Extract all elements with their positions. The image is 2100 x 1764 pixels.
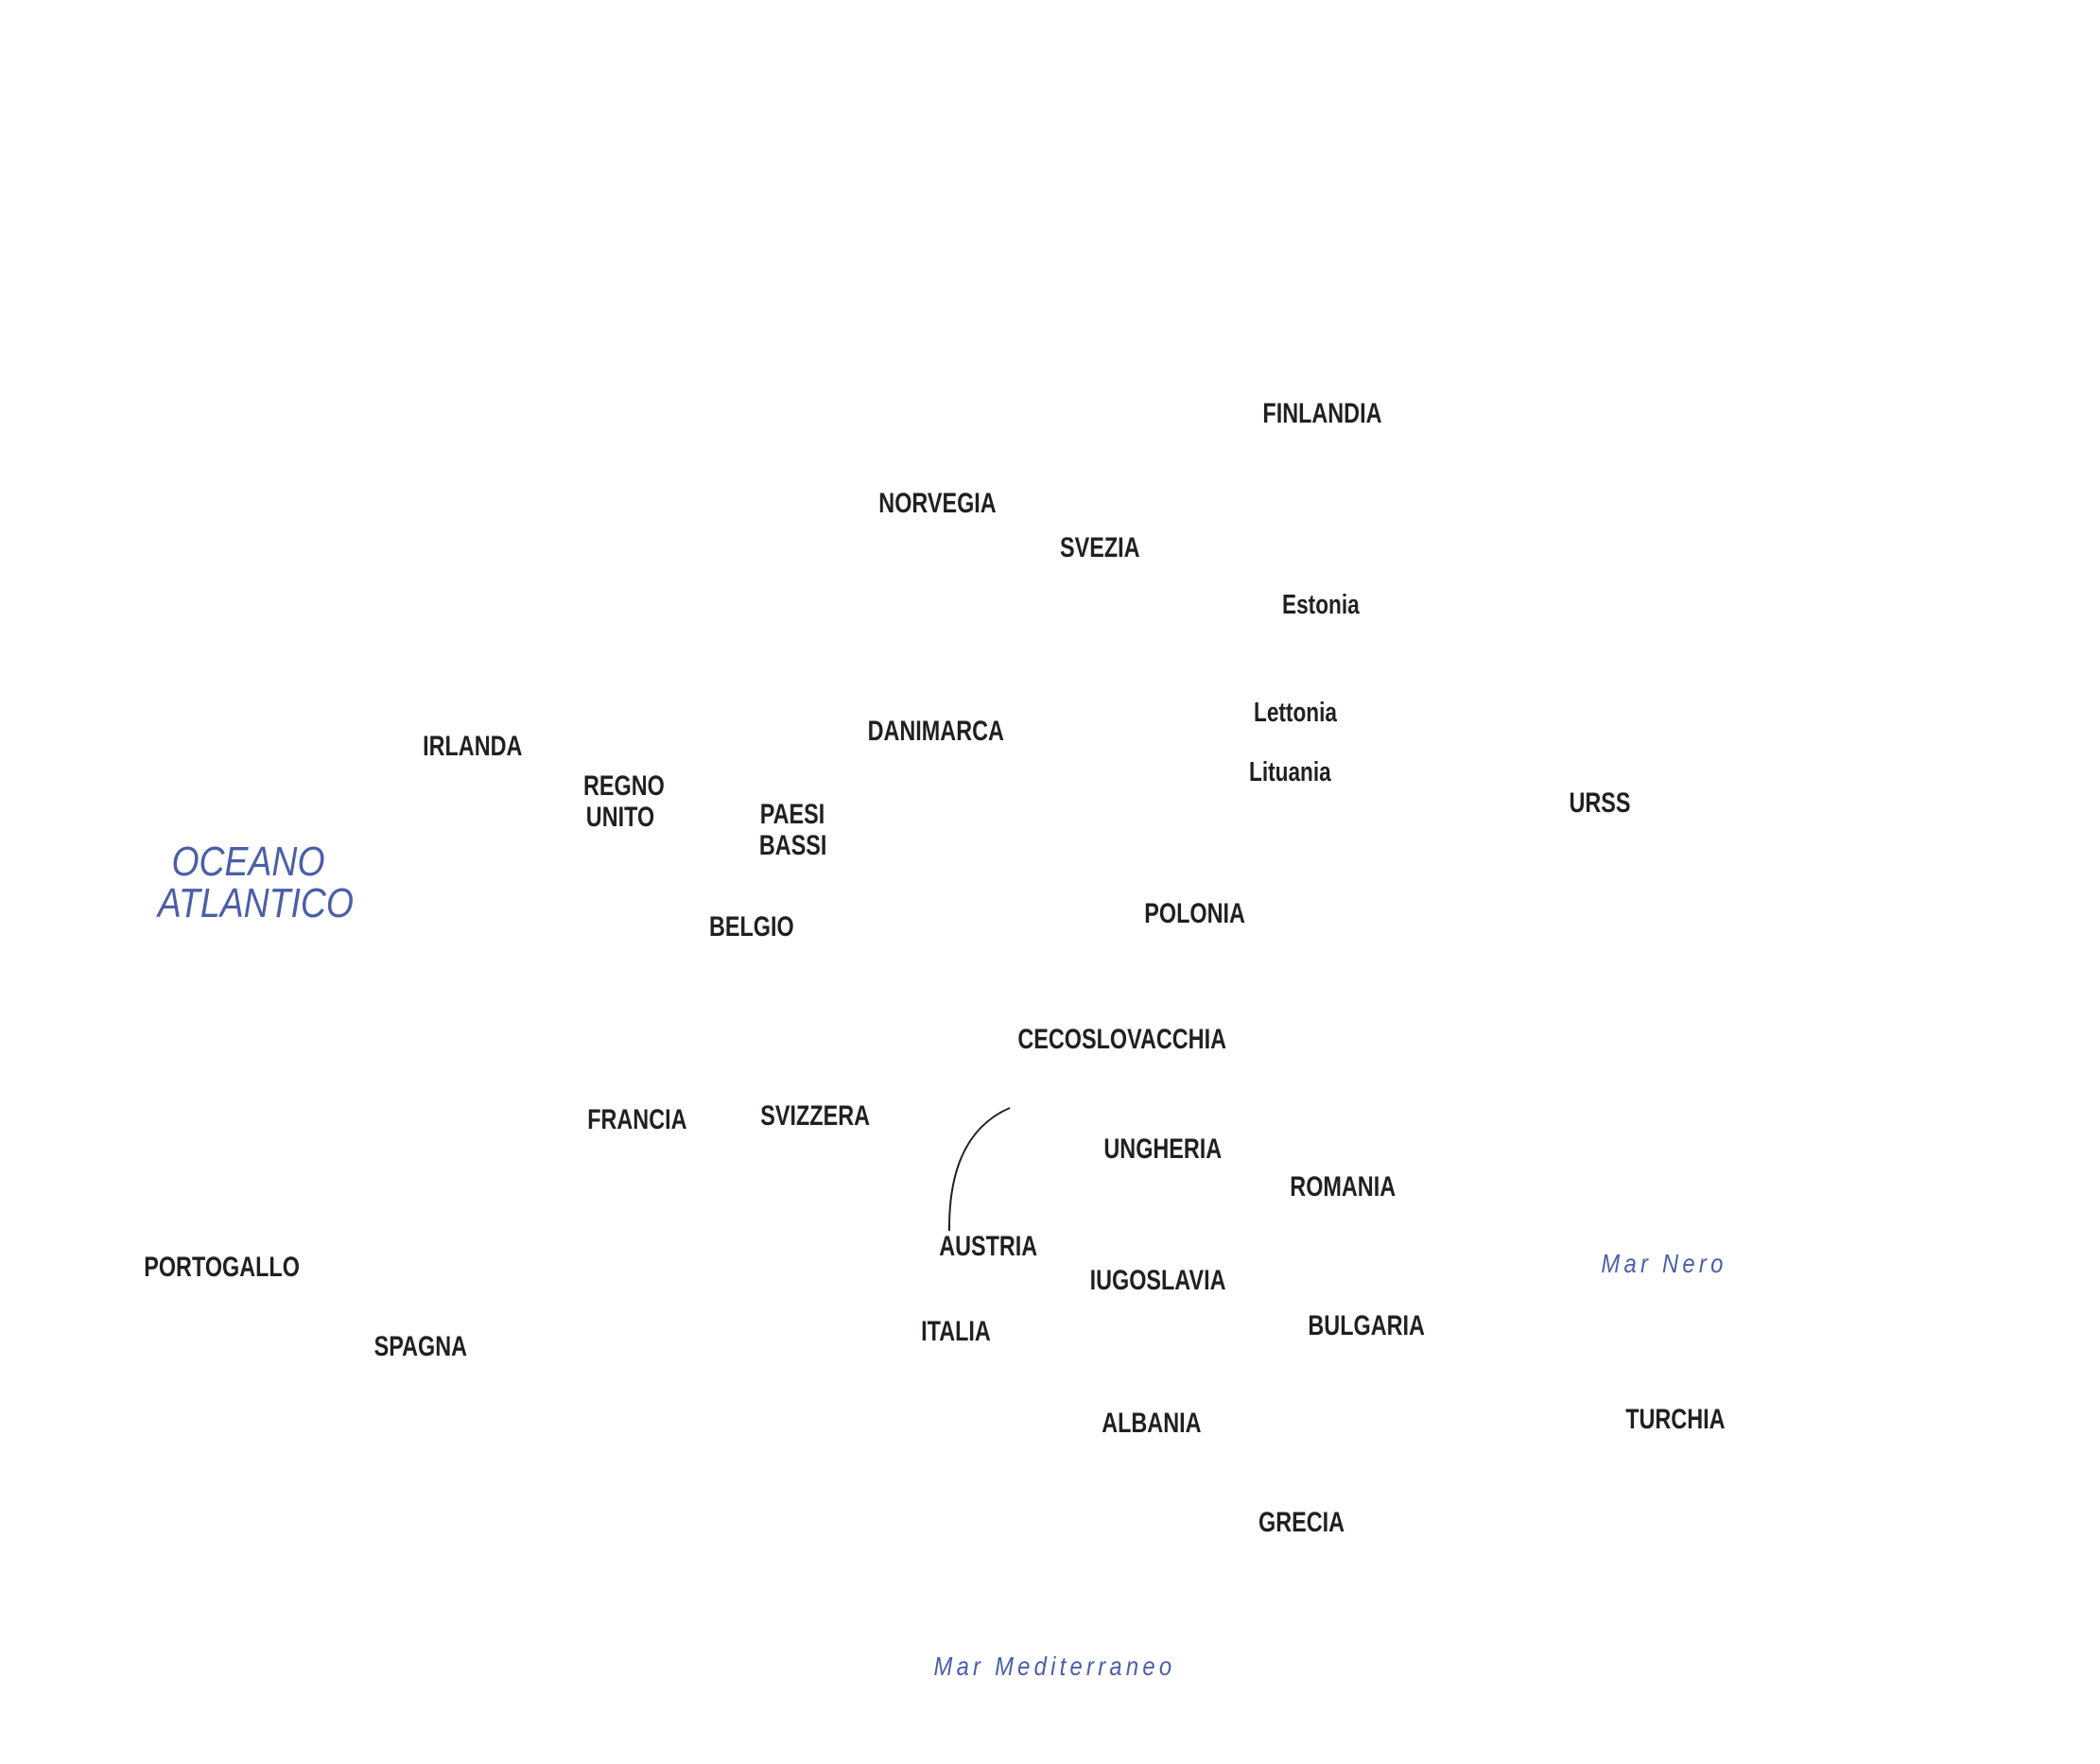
label-svizzera: SVIZZERA (760, 1100, 871, 1132)
label-oceano-atlantico: OCEANO ATLANTICO (157, 839, 354, 926)
label-irlanda: IRLANDA (423, 731, 523, 762)
label-albania: ALBANIA (1102, 1408, 1202, 1439)
label-urss: URSS (1569, 787, 1631, 819)
label-belgio: BELGIO (709, 911, 794, 943)
label-polonia: POLONIA (1144, 898, 1245, 929)
label-mar-nero: Mar Nero (1601, 1249, 1727, 1278)
label-estonia: Estonia (1282, 590, 1360, 620)
label-paesi-bassi: PAESI BASSI (758, 799, 827, 861)
label-paesi: PAESI (759, 799, 825, 830)
label-regno-unito: REGNO UNITO (583, 770, 665, 833)
label-unito: UNITO (585, 802, 655, 833)
label-mar-mediterraneo: Mar Mediterraneo (933, 1652, 1176, 1681)
label-spagna: SPAGNA (373, 1331, 468, 1362)
label-francia: FRANCIA (587, 1104, 687, 1135)
label-turchia: TURCHIA (1625, 1404, 1726, 1435)
label-ungheria: UNGHERIA (1103, 1133, 1223, 1165)
label-norvegia: NORVEGIA (878, 488, 997, 519)
label-oceano: OCEANO (171, 839, 325, 885)
label-romania: ROMANIA (1290, 1171, 1397, 1202)
label-atlantico: ATLANTICO (157, 880, 354, 926)
label-grecia: GRECIA (1258, 1507, 1345, 1538)
label-italia: ITALIA (921, 1316, 991, 1347)
label-portogallo: PORTOGALLO (144, 1252, 300, 1283)
label-finlandia: FINLANDIA (1262, 398, 1382, 429)
label-cecoslovacchia: CECOSLOVACCHIA (1017, 1024, 1226, 1055)
label-svezia: SVEZIA (1060, 532, 1140, 563)
label-austria: AUSTRIA (939, 1231, 1038, 1262)
label-regno: REGNO (583, 770, 665, 802)
label-lettonia: Lettonia (1254, 698, 1337, 728)
label-iugoslavia: IUGOSLAVIA (1089, 1265, 1226, 1296)
label-lituania: Lituania (1249, 757, 1331, 787)
label-bulgaria: BULGARIA (1308, 1310, 1425, 1341)
label-danimarca: DANIMARCA (867, 716, 1004, 747)
label-bassi: BASSI (758, 830, 827, 861)
